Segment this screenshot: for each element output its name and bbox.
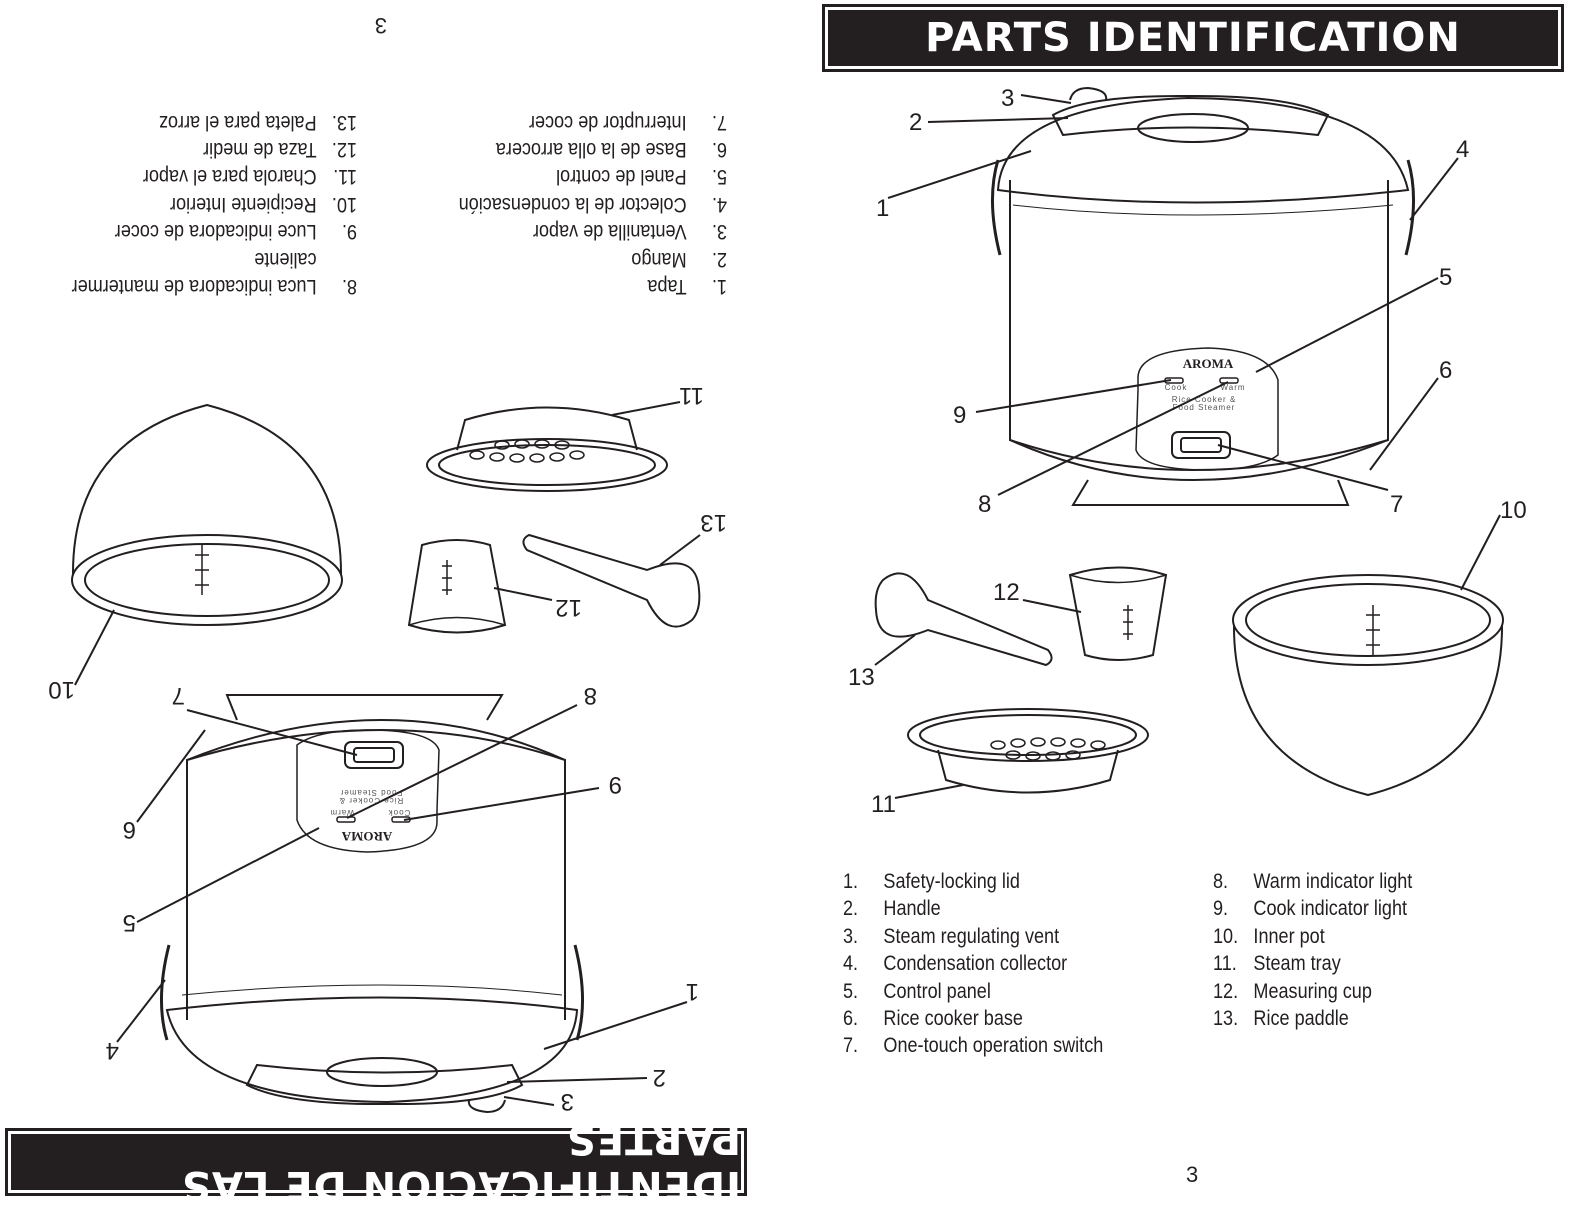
- parts-list-item: 13.Rice paddle: [1213, 1007, 1349, 1031]
- parts-list-item: caliente: [254, 247, 317, 271]
- panel-warm-label: Warm: [1220, 383, 1245, 392]
- callout-9-es: 9: [609, 771, 622, 798]
- callout-3: 3: [1001, 85, 1014, 112]
- parts-list-item: 13.Paleta para el arroz: [158, 110, 357, 134]
- parts-list-item: 1.Safety-locking lid: [843, 870, 1020, 893]
- parts-list-item: 6.Rice cooker base: [843, 1007, 1023, 1031]
- partes-list-right: 8.Luca indicadora de mantermer caliente …: [72, 108, 357, 300]
- callout-7: 7: [1390, 491, 1403, 518]
- page-number: 3: [1186, 1162, 1199, 1187]
- parts-list-item: 2.Handle: [843, 897, 941, 921]
- parts-list-item: 12.Taza de medir: [203, 137, 357, 161]
- inner-pot-rim: [1232, 574, 1504, 666]
- callout-10: 10: [1500, 497, 1527, 524]
- vent-knob: [1069, 86, 1108, 101]
- control-panel-outline: [1135, 347, 1279, 471]
- brand-logo: AROMA: [1183, 356, 1234, 371]
- cooker-body: [1009, 180, 1389, 471]
- callout-9: 9: [953, 402, 966, 429]
- callout-6-es: 6: [123, 816, 136, 843]
- callout-5: 5: [1439, 264, 1452, 291]
- parts-list-item: 10.Recipiente Interior: [170, 192, 357, 216]
- parts-list-left: 1.Safety-locking lid 2.Handle 3.Steam re…: [843, 868, 1103, 1060]
- parts-title-box: PARTS IDENTIFICATION: [822, 4, 1564, 72]
- cooker-foot: [1071, 479, 1350, 506]
- steam-tray-body: [937, 749, 1119, 794]
- lid-rim: [1012, 204, 1394, 216]
- panel-warm-label-es: Warm: [329, 808, 354, 817]
- panel-cook-label-es: Cook: [388, 808, 411, 817]
- callout-4-es: 4: [106, 1037, 119, 1064]
- rice-cooker-illustration-es: AROMA Cook Warm Rice Cooker & Food Steam…: [48, 382, 727, 1115]
- parts-list-item: 5.Control panel: [843, 979, 991, 1003]
- panel-line2-es: Food Steamer: [340, 788, 403, 797]
- callout-8: 8: [978, 491, 991, 518]
- steam-tray-holes: [990, 737, 1106, 761]
- parts-list-item: 4.Condensation collector: [843, 952, 1068, 976]
- steam-vent: [1137, 113, 1249, 143]
- callout-lines: [874, 94, 1501, 799]
- parts-list-item: 5.Panel de control: [556, 165, 727, 189]
- side-handle-left: [991, 159, 1002, 256]
- parts-list-item: 3.Ventanilla de vapor: [532, 220, 727, 244]
- parts-list-item: 7.Interruptor de cocer: [528, 110, 727, 134]
- parts-list-item: 11.Steam tray: [1213, 952, 1341, 976]
- parts-list-right: 8.Warm indicator light 9.Cook indicator …: [1213, 868, 1412, 1032]
- callout-3-es: 3: [561, 1088, 574, 1115]
- measuring-cup: [1068, 566, 1168, 661]
- parts-list-item: 6.Base de la olla arrocera: [495, 137, 727, 161]
- parts-list-item: 9.Luce indicadora de cocer: [114, 220, 357, 244]
- callout-1-es: 1: [686, 978, 699, 1005]
- partes-list-left: 1.Tapa 2.Mango 3.Ventanilla de vapor 4.C…: [459, 108, 727, 300]
- parts-list-item: 8.Luca indicadora de mantermer: [71, 275, 357, 298]
- operation-switch: [1171, 431, 1231, 459]
- panel-cook-label: Cook: [1165, 383, 1188, 392]
- parts-list-item: 8.Warm indicator light: [1213, 870, 1413, 893]
- callout-8-es: 8: [584, 682, 597, 709]
- parts-list-item: 7.One-touch operation switch: [843, 1034, 1104, 1058]
- callout-5-es: 5: [123, 909, 136, 936]
- callout-12-es: 12: [555, 594, 582, 621]
- parts-title: PARTS IDENTIFICATION: [828, 10, 1558, 66]
- parts-list-item: 11.Charola para el vapor: [142, 165, 357, 189]
- panel-line2: Food Steamer: [1173, 403, 1236, 412]
- lid-handle: [1051, 94, 1330, 137]
- parts-list-item: 10.Inner pot: [1213, 924, 1325, 948]
- rice-paddle: [874, 572, 1053, 667]
- callout-4: 4: [1456, 136, 1469, 163]
- callout-1: 1: [876, 195, 889, 222]
- rice-cooker-illustration: AROMA Cook Warm Rice Cooker & Food Steam…: [848, 85, 1527, 818]
- inner-pot-body: [1232, 624, 1504, 797]
- parts-list-item: 2.Mango: [631, 247, 727, 271]
- spanish-page: IDENTIFICACIÓN DE LAS PARTES AROMA Cook …: [0, 0, 787, 1208]
- callout-2-es: 2: [653, 1064, 666, 1091]
- callout-11-es: 11: [679, 382, 704, 409]
- callout-2: 2: [909, 109, 922, 136]
- parts-list-item: 1.Tapa: [647, 275, 727, 298]
- cooker-bottom-curve: [1009, 439, 1389, 481]
- callout-12: 12: [993, 579, 1020, 606]
- callout-10-es: 10: [48, 676, 75, 703]
- callout-11: 11: [871, 791, 896, 818]
- parts-list-item: 9.Cook indicator light: [1213, 897, 1408, 921]
- parts-list-item: 3.Steam regulating vent: [843, 924, 1060, 948]
- warm-light: [1219, 377, 1239, 384]
- parts-list-item: 12.Measuring cup: [1213, 979, 1372, 1003]
- brand-logo-es: AROMA: [341, 829, 392, 844]
- panel-line1-es: Rice Cooker &: [339, 796, 404, 805]
- callout-6: 6: [1439, 357, 1452, 384]
- side-handle-right: [1404, 159, 1415, 256]
- callout-13-es: 13: [700, 509, 727, 536]
- callout-13: 13: [848, 664, 875, 691]
- english-page: PARTS IDENTIFICATION AROMA Cook: [788, 0, 1575, 1200]
- steam-tray-rim: [907, 708, 1149, 762]
- page-number-es: 3: [374, 13, 387, 38]
- panel-line1: Rice Cooker &: [1172, 395, 1237, 404]
- parts-list-item: 4.Colector de la condensación: [458, 192, 727, 216]
- callout-7-es: 7: [172, 682, 185, 709]
